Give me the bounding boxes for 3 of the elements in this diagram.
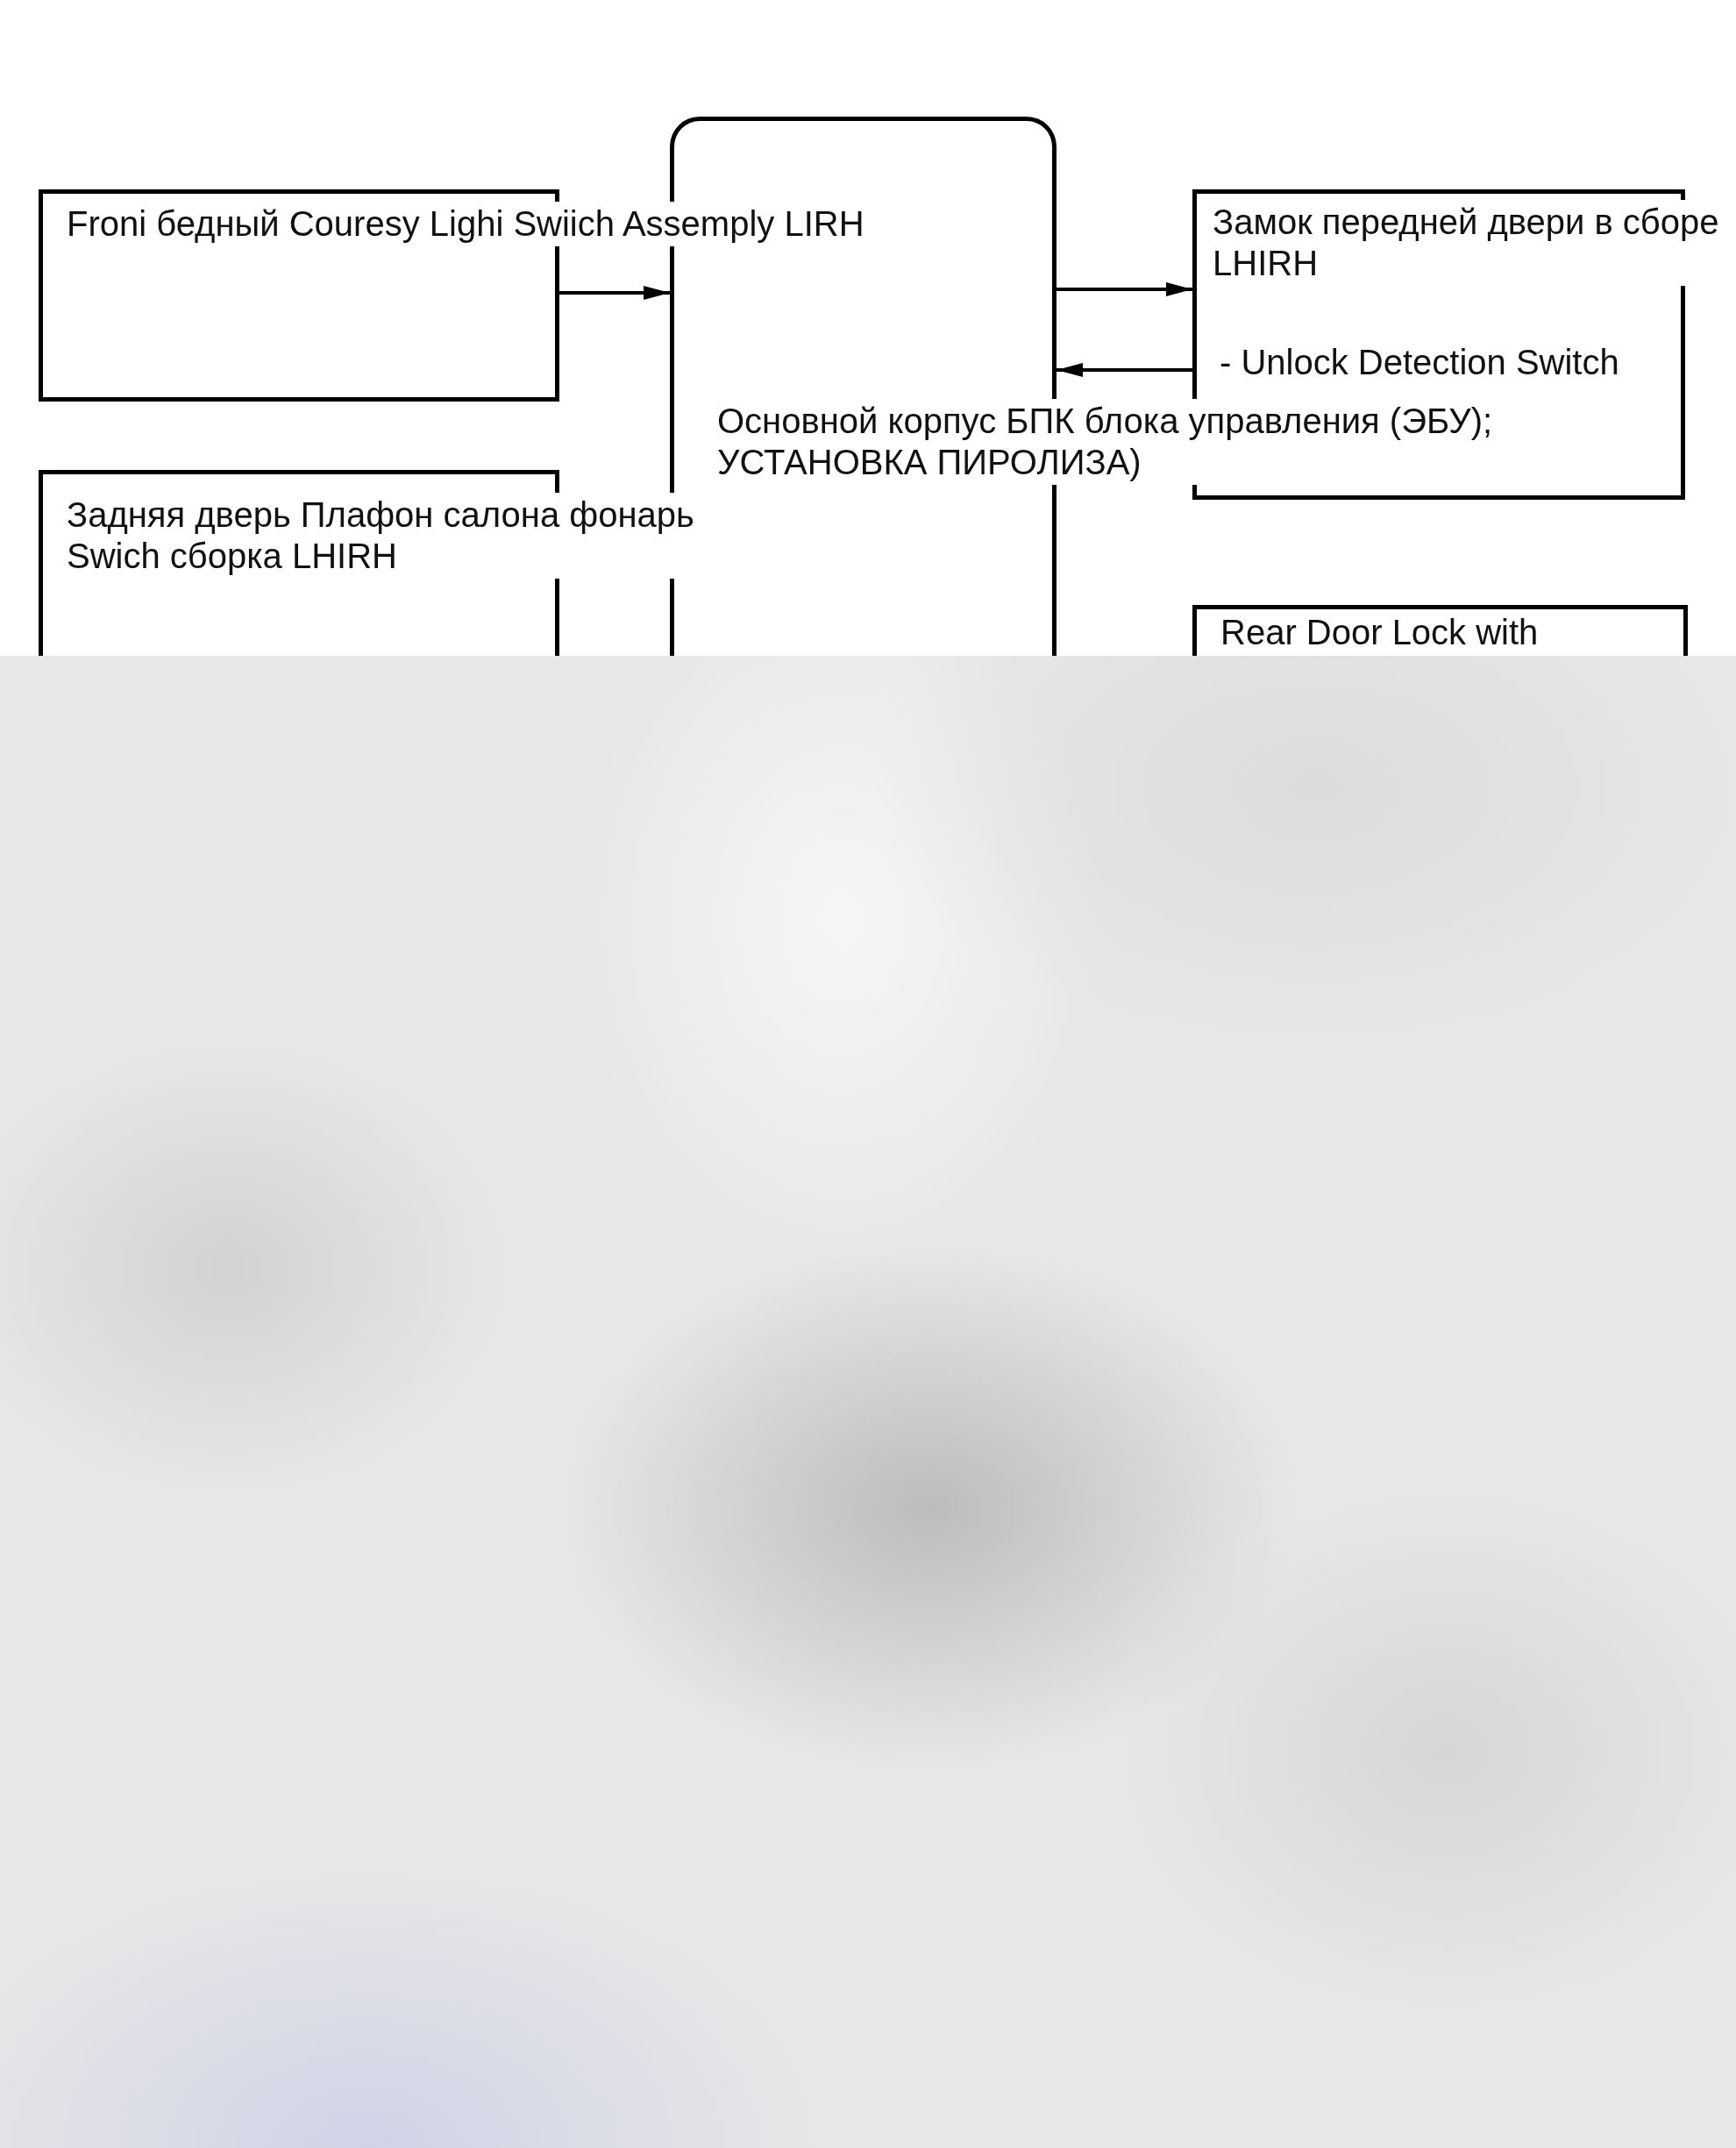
arrow — [559, 286, 670, 300]
arrow — [1057, 363, 1192, 377]
arrow — [1057, 282, 1192, 296]
